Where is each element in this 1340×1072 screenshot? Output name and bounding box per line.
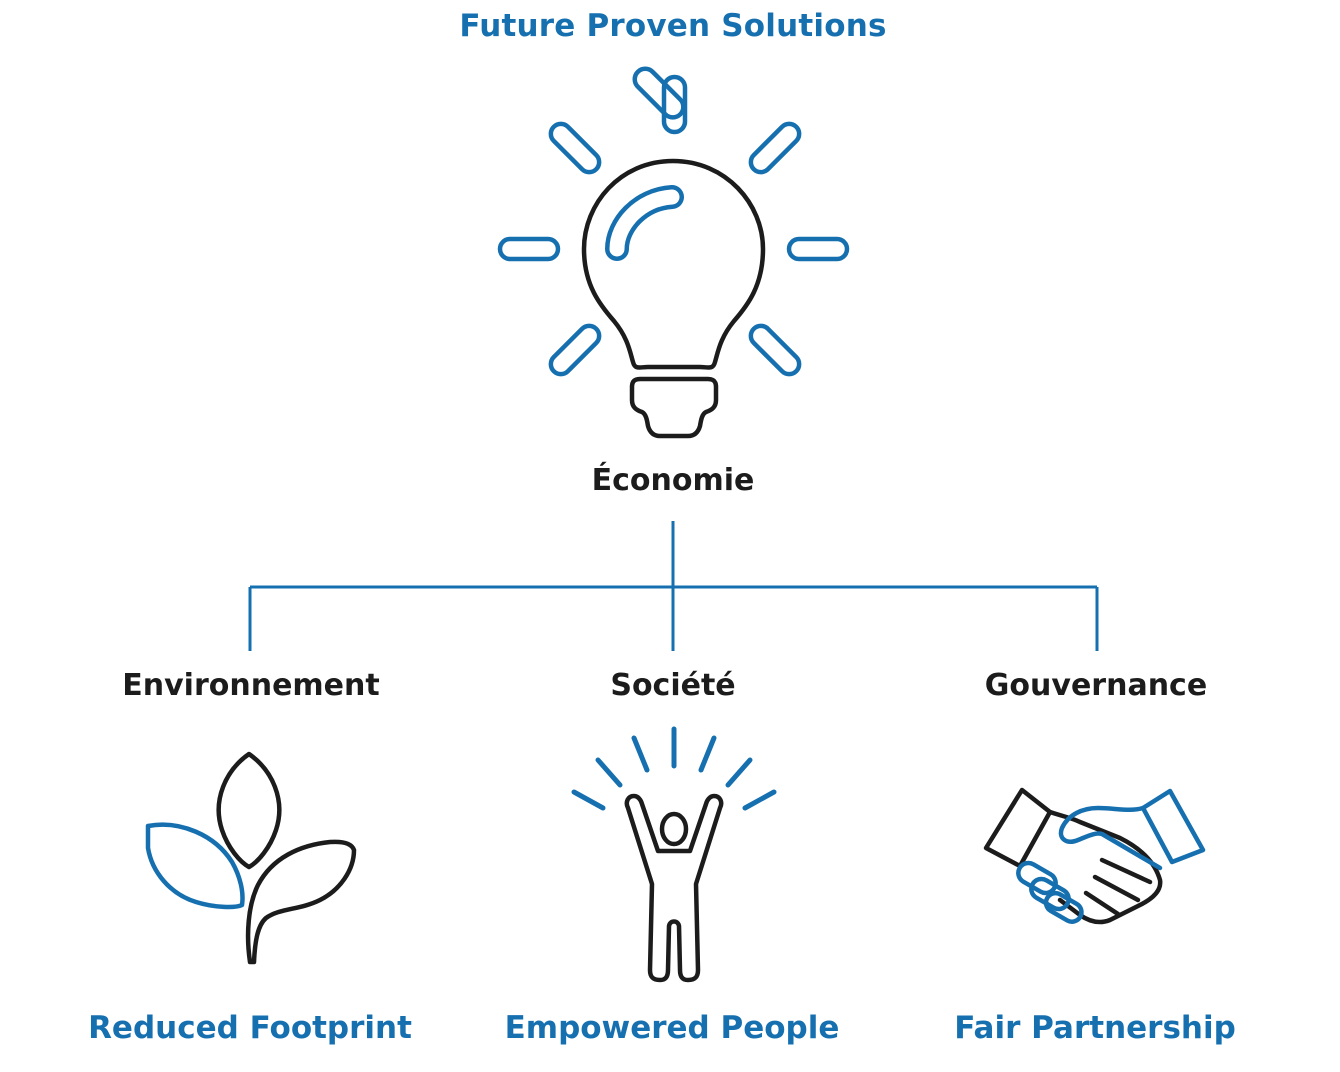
- handshake-icon: [983, 787, 1206, 925]
- branch-label-gouvernance: Gouvernance: [984, 668, 1208, 703]
- outcome-reduced-footprint: Reduced Footprint: [88, 1010, 412, 1046]
- root-label: Économie: [591, 463, 755, 498]
- diagram-title: Future Proven Solutions: [459, 8, 887, 44]
- branch-label-environnement: Environnement: [122, 668, 380, 703]
- connector-lines: [248, 521, 1099, 651]
- person-cheering-icon: [571, 726, 777, 983]
- outcome-fair-partnership: Fair Partnership: [954, 1010, 1236, 1046]
- branch-label-societe: Société: [610, 668, 736, 703]
- lightbulb-icon: [497, 66, 850, 439]
- plant-leaves-icon: [145, 751, 357, 965]
- outcome-empowered-people: Empowered People: [504, 1010, 840, 1046]
